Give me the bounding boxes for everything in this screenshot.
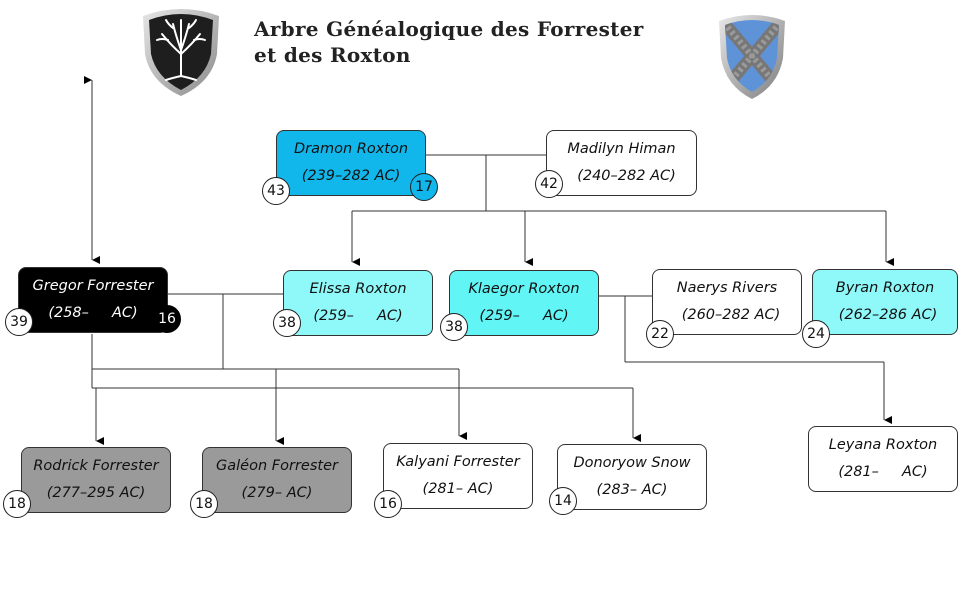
secondary-badge: 17 (410, 173, 438, 201)
age-badge: 24 (802, 320, 830, 348)
age-badge: 16 (374, 490, 402, 518)
age-badge: 42 (535, 170, 563, 198)
title-line-2: et des Roxton (254, 43, 411, 67)
person-years: (260–282 AC) (681, 307, 781, 323)
person-years: (281– AC) (838, 464, 928, 480)
person-madilyn-himan[interactable]: Madilyn Himan (240–282 AC) (546, 130, 697, 196)
person-klaegor-roxton[interactable]: Klaegor Roxton (259– AC) (449, 270, 599, 336)
person-name: Elissa Roxton (309, 281, 407, 297)
person-years: (262–286 AC) (838, 307, 938, 323)
person-years: (258– AC) (48, 305, 138, 321)
age-badge: 14 (549, 487, 577, 515)
person-years: (259– AC) (479, 308, 569, 324)
person-naerys-rivers[interactable]: Naerys Rivers (260–282 AC) (652, 269, 802, 335)
person-name: Galéon Forrester (216, 458, 338, 474)
age-badge: 39 (5, 308, 33, 336)
age-badge: 38 (440, 313, 468, 341)
person-name: Donoryow Snow (573, 455, 691, 471)
person-years: (277–295 AC) (46, 485, 146, 501)
person-name: Leyana Roxton (828, 437, 938, 453)
person-byran-roxton[interactable]: Byran Roxton (262–286 AC) (812, 269, 958, 335)
person-years: (279– AC) (241, 485, 313, 501)
person-name: Gregor Forrester (32, 278, 154, 294)
person-name: Kalyani Forrester (396, 454, 520, 470)
diagram-title: Arbre Généalogique des Forrester et des … (254, 16, 644, 68)
person-kalyani-forrester[interactable]: Kalyani Forrester (281– AC) (383, 443, 533, 509)
age-badge: 22 (646, 320, 674, 348)
person-years: (239–282 AC) (301, 168, 401, 184)
person-elissa-roxton[interactable]: Elissa Roxton (259– AC) (283, 270, 433, 336)
secondary-badge: 16 (153, 305, 181, 333)
title-line-1: Arbre Généalogique des Forrester (254, 17, 644, 41)
roxton-shield-icon (719, 15, 785, 99)
person-years: (281– AC) (422, 481, 494, 497)
person-years: (283– AC) (596, 482, 668, 498)
person-name: Dramon Roxton (293, 141, 409, 157)
person-name: Byran Roxton (835, 280, 935, 296)
person-name: Naerys Rivers (676, 280, 778, 296)
person-galeon-forrester[interactable]: Galéon Forrester (279– AC) (202, 447, 352, 513)
age-badge: 43 (262, 177, 290, 205)
person-donoryow-snow[interactable]: Donoryow Snow (283– AC) (557, 444, 707, 510)
person-years: (259– AC) (313, 308, 403, 324)
person-dramon-roxton[interactable]: Dramon Roxton (239–282 AC) (276, 130, 426, 196)
person-name: Madilyn Himan (567, 141, 676, 157)
person-rodrick-forrester[interactable]: Rodrick Forrester (277–295 AC) (21, 447, 171, 513)
person-name: Rodrick Forrester (33, 458, 159, 474)
person-leyana-roxton[interactable]: Leyana Roxton (281– AC) (808, 426, 958, 492)
age-badge: 38 (273, 309, 301, 337)
person-gregor-forrester[interactable]: Gregor Forrester (258– AC) (18, 267, 168, 333)
forrester-shield-icon (143, 9, 219, 96)
person-name: Klaegor Roxton (468, 281, 580, 297)
person-years: (240–282 AC) (577, 168, 676, 184)
age-badge: 18 (190, 490, 218, 518)
age-badge: 18 (3, 490, 31, 518)
